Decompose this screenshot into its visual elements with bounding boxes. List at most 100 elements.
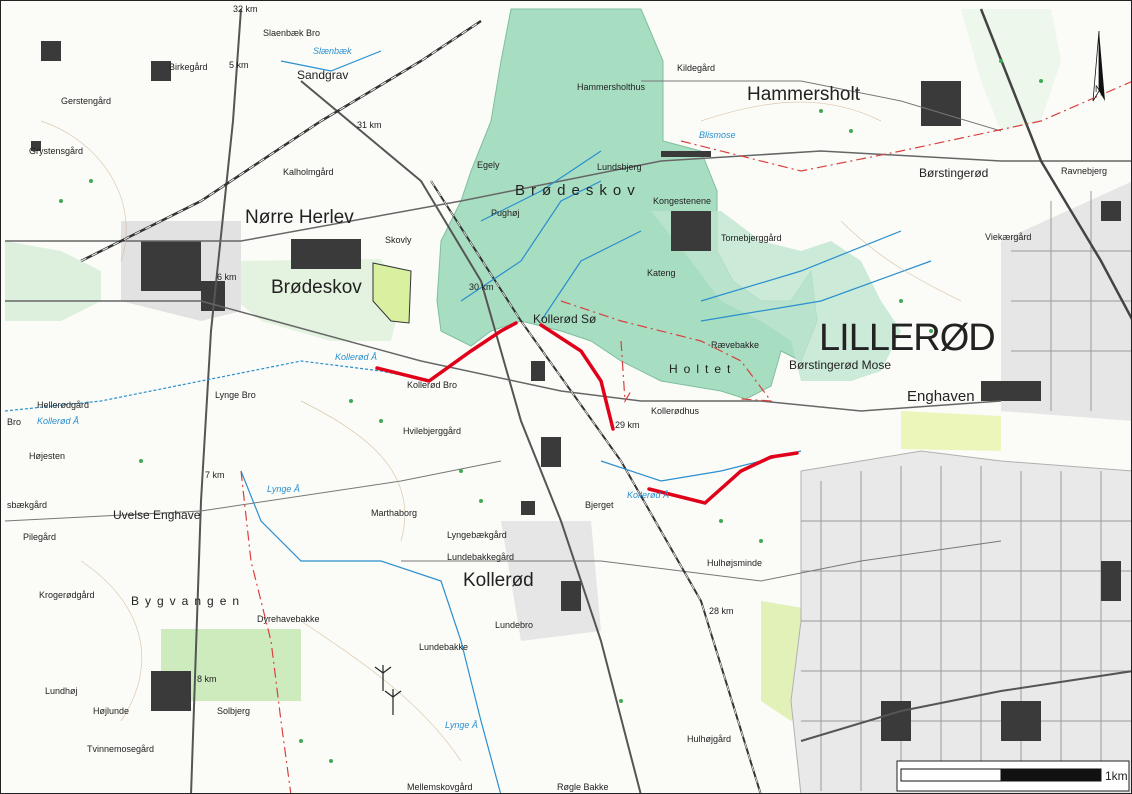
water-label-lynge-a-north: Lynge Å [267,484,300,494]
label-lundhoj: Lundhøj [45,686,78,696]
water-label-lynge-a-south: Lynge Å [445,720,478,730]
road-west-east [5,300,1002,412]
highway-east [979,8,1131,320]
north-arrow-label: N [1095,84,1102,94]
lillerod-town-area [790,450,1131,793]
water-label-kollerod-a-west: Kollerød Å [335,352,378,362]
label-kollerodhus: Kollerødhus [651,406,700,416]
lynge-a-stream [240,470,502,793]
label-sbaekgard: sbækgård [7,500,48,510]
main-road-north-south [190,8,242,793]
label-hojlunde: Højlunde [93,706,130,716]
label-tornebjerggard: Tornebjerggård [721,233,782,243]
label-brodeskov-forest: Brødeskov [515,182,641,199]
km-marker-31: 31 km [357,120,382,130]
label-hulhojsminde: Hulhøjsminde [707,558,763,568]
label-bro: Bro [7,417,22,427]
route-segment-west [375,321,518,383]
road-south [401,540,1002,582]
railway [80,19,762,793]
label-kollerod-so: Kollerød Sø [533,312,597,326]
brodeskov-forest-area [436,8,818,400]
label-hammersholt: Hammersholt [747,84,860,105]
label-birkegard: Birkegård [169,62,208,72]
wind-turbine-icons [374,665,402,715]
label-lyngebaekgard: Lyngebækgård [447,530,507,540]
label-kongestenene: Kongestenene [653,196,712,206]
label-hellerodgard: Hellerødgård [37,400,90,410]
label-gerstengard: Gerstengård [61,96,112,106]
planned-route [375,321,799,505]
label-lundebakke: Lundebakke [419,642,469,652]
label-skovly: Skovly [385,235,412,245]
label-kateng: Kateng [647,268,676,278]
km-marker-32: 32 km [233,4,258,14]
label-rogle-bakke: Røgle Bakke [557,782,609,792]
brodeskov-green [237,259,401,341]
road-north [5,150,1131,242]
west-meadow [5,241,101,321]
contour-lines [40,101,962,762]
forest-streams [460,150,642,322]
scale-bar-label: 1km [1105,769,1128,783]
scale-bar-graphic [896,760,1130,792]
label-mellemskovgard: Mellemskovgård [407,782,473,792]
skovly-grove [372,262,412,324]
administrative-boundaries [240,81,1131,793]
km-marker-6: 6 km [217,272,237,282]
water-label-slaenbaek: Slænbæk [313,46,352,56]
label-brodeskov-town: Brødeskov [271,277,362,298]
km-marker-7: 7 km [205,470,225,480]
roads [4,8,1131,793]
label-solbjerg: Solbjerg [217,706,251,716]
label-viekaergard: Viekærgård [985,232,1032,242]
km-marker-8: 8 km [197,674,217,684]
label-lundebakkegard: Lundebakkegård [447,552,515,562]
label-hammersholthus: Hammersholthus [577,82,646,92]
km-marker-30: 30 km [469,282,494,292]
label-lynge-bro: Lynge Bro [215,390,256,400]
south-arterial [800,670,1131,742]
label-krogerodgard: Krogerødgård [39,590,95,600]
label-norre-herlev: Nørre Herlev [245,207,354,228]
label-lundsbjerg: Lundsbjerg [597,162,642,172]
label-bygvangen: Bygvangen [131,594,246,608]
label-bjerget: Bjerget [585,500,614,510]
waterways [4,50,932,793]
km-marker-28: 28 km [709,606,734,616]
label-grystensgard: Grystensgård [29,146,84,156]
ne-forest [961,9,1061,131]
label-slaenbaek-bro: Slaenbæk Bro [263,28,321,38]
label-tvinnemosegard: Tvinnemosegård [87,744,155,754]
label-borstingerod: Børstingerød [919,166,989,180]
label-uvelse-enghave: Uvelse Enghave [113,508,201,522]
east-ditches [700,230,932,322]
label-borstingerod-mose: Børstingerød Mose [789,358,892,372]
label-kollerod: Kollerød [463,570,534,591]
label-egely: Egely [477,160,500,170]
road-southwest [4,460,502,522]
route-segment-east [647,451,799,505]
label-lundebro: Lundebro [495,620,534,630]
water-label-kollerod-a-far-west: Kollerød Å [37,416,80,426]
label-pilegard: Pilegård [23,532,57,542]
water-label-blismose: Blismose [699,130,736,140]
label-dyrehavebakke: Dyrehavebakke [257,614,320,624]
label-hojesten: Højesten [29,451,66,461]
label-ravnebjerg: Ravnebjerg [1061,166,1108,176]
enghaven-field [901,411,1001,451]
label-raevebakke: Rævebakke [711,340,760,350]
label-holtet: Holtet [669,362,737,376]
hammersholt-woodland [651,211,901,381]
route-segment-central [539,323,615,431]
slaenbaek-stream [280,50,382,72]
label-pughoj: Pughøj [491,208,520,218]
water-label-kollerod-a-east: Kollerød Å [627,490,670,500]
km-marker-29: 29 km [615,420,640,430]
label-enghaven: Enghaven [907,388,975,405]
label-sandgrav: Sandgrav [297,68,349,82]
label-kalholmgard: Kalholmgård [283,167,334,177]
buildings [31,41,1121,741]
